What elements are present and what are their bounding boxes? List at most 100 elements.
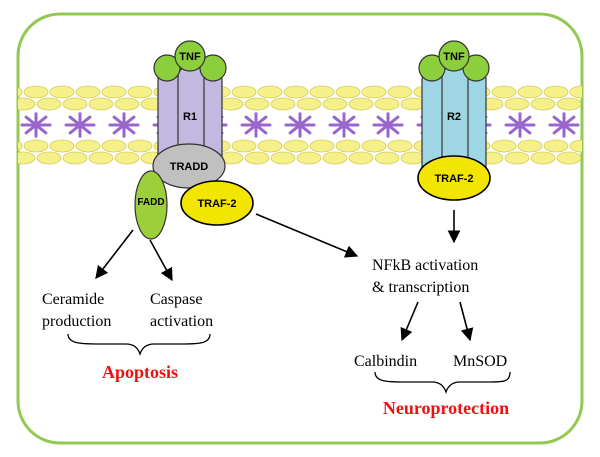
lipid-head: [491, 139, 517, 153]
lipid-head: [114, 151, 140, 165]
lipid-tail: [20, 112, 52, 138]
ceramide-line1: Ceramide: [42, 291, 104, 308]
caspase-line2: activation: [150, 313, 213, 330]
lipid-head: [335, 85, 361, 99]
lipid-tail: [284, 112, 316, 138]
lipid-head: [517, 85, 543, 99]
lipid-head: [231, 85, 257, 99]
lipid-head: [36, 97, 62, 111]
lipid-head: [569, 139, 582, 153]
lipid-head: [374, 151, 400, 165]
lipid-head: [530, 97, 556, 111]
lipid-head: [530, 151, 556, 165]
lipid-head: [62, 151, 88, 165]
traf2-right-label: TRAF-2: [434, 173, 473, 185]
arrow-fadd-to-caspase: [149, 239, 173, 282]
lipid-tail: [240, 112, 272, 138]
lipid-head: [348, 97, 374, 111]
tradd-adaptor: [152, 143, 226, 189]
lipid-head: [18, 151, 36, 165]
lipid-head: [361, 85, 387, 99]
nfkb-line2: & transcription: [372, 279, 469, 296]
lipid-head: [387, 85, 413, 99]
traf2-right: [417, 155, 491, 201]
lipid-head: [23, 139, 49, 153]
lipid-head: [283, 139, 309, 153]
lipid-head: [18, 85, 23, 99]
lipid-head: [361, 139, 387, 153]
nfkb-line1: NFkB activation: [372, 257, 478, 274]
neuroprotection-label: Neuroprotection: [383, 398, 509, 418]
lipid-head: [348, 151, 374, 165]
arrow-traf2-to-nfkb: [255, 213, 359, 258]
lipid-head: [114, 97, 140, 111]
lipid-head: [244, 151, 270, 165]
arrow-nfkb-to-mnsod: [459, 301, 474, 342]
fadd-adaptor: [134, 170, 168, 240]
lipid-head: [257, 85, 283, 99]
tnf-label-left: TNF: [179, 51, 201, 63]
apoptosis-brace: [67, 333, 211, 357]
traf2-left-label: TRAF-2: [197, 198, 236, 210]
apoptosis-label: Apoptosis: [102, 362, 178, 382]
lipid-head: [322, 97, 348, 111]
lipid-head: [543, 85, 569, 99]
lipid-head: [335, 139, 361, 153]
lipid-head: [49, 139, 75, 153]
lipid-head: [75, 139, 101, 153]
arrow-nfkb-to-calbindin: [400, 301, 419, 342]
lipid-head: [309, 139, 335, 153]
lipid-head: [583, 98, 600, 110]
lipid-head: [127, 85, 153, 99]
lipid-head: [218, 97, 244, 111]
lipid-head: [583, 152, 600, 164]
traf2-left: [180, 180, 254, 226]
mnsod-label: MnSOD: [453, 353, 507, 370]
lipid-head: [556, 151, 582, 165]
lipid-head: [88, 151, 114, 165]
lipid-head: [517, 139, 543, 153]
ceramide-line2: production: [42, 313, 111, 330]
lipid-tail: [504, 112, 536, 138]
lipid-head: [244, 97, 270, 111]
caspase-line1: Caspase: [150, 291, 202, 308]
lipid-head: [569, 85, 582, 99]
lipid-head: [75, 85, 101, 99]
lipid-head: [18, 97, 36, 111]
outcomes: Ceramide production Caspase activation A…: [42, 257, 511, 418]
lipid-head: [36, 151, 62, 165]
lipid-tail: [64, 112, 96, 138]
lipid-head: [491, 85, 517, 99]
tnf-trimer-icon: [153, 40, 227, 82]
lipid-head: [322, 151, 348, 165]
signaling-arrows: [95, 210, 474, 342]
lipid-head: [257, 139, 283, 153]
lipid-head: [504, 97, 530, 111]
lipid-head: [283, 85, 309, 99]
fadd-label: FADD: [137, 197, 164, 208]
lipid-tail: [328, 112, 360, 138]
tnf-trimer-icon: [418, 40, 490, 82]
lipid-head: [543, 139, 569, 153]
tradd-label: TRADD: [170, 161, 209, 173]
r2-receptor-icon: [421, 65, 487, 183]
tnf-label-right: TNF: [443, 51, 465, 63]
arrow-fadd-to-ceramide: [95, 229, 134, 280]
lipid-head: [101, 85, 127, 99]
lipid-head: [556, 97, 582, 111]
calbindin-label: Calbindin: [354, 353, 417, 370]
lipid-head: [23, 85, 49, 99]
lipid-head: [101, 139, 127, 153]
lipid-head: [18, 139, 23, 153]
lipid-head: [231, 139, 257, 153]
lipid-head: [374, 97, 400, 111]
lipid-head: [504, 151, 530, 165]
lipid-head: [270, 151, 296, 165]
lipid-head: [270, 97, 296, 111]
lipid-head: [296, 151, 322, 165]
lipid-head: [387, 139, 413, 153]
neuroprotection-brace: [374, 371, 511, 395]
lipid-head: [296, 97, 322, 111]
tnf-r2-complex: TNF R2 TRAF-2: [417, 40, 491, 201]
